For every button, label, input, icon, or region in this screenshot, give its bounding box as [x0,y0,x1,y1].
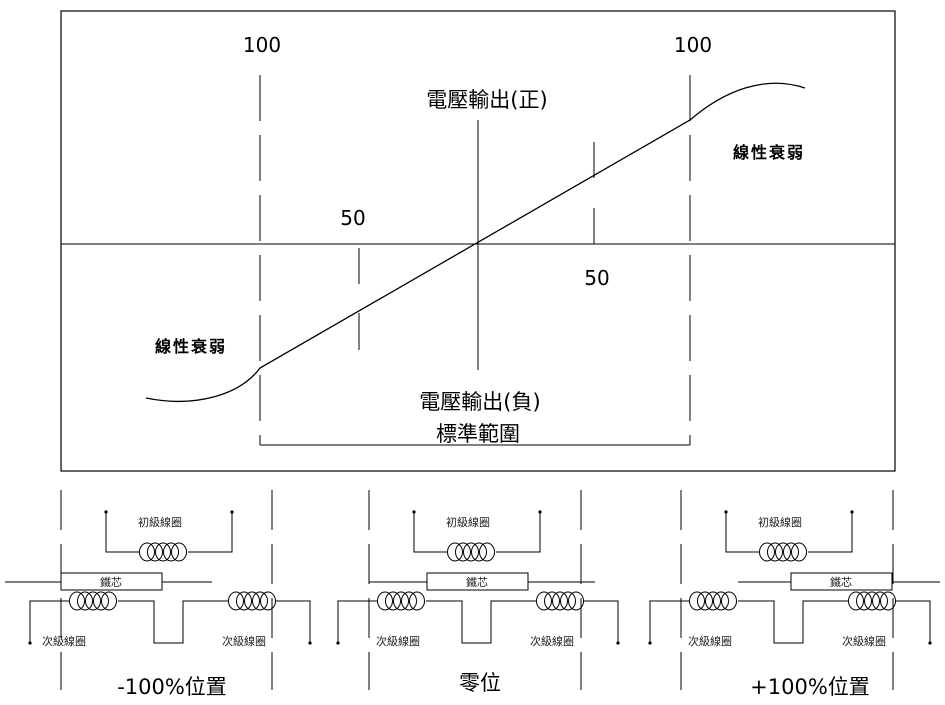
label-iron-core: 鐵芯 [100,575,122,589]
secondary-wire-right-outer [896,600,931,643]
label-top-right: 100 [674,33,712,57]
label-mid-left: 50 [340,206,365,230]
label-top-left: 100 [243,33,281,57]
primary-coil [759,542,807,562]
iron-core [790,572,893,591]
secondary-coil-right [228,591,276,611]
terminal-dot [928,641,932,645]
output-graph: 100 100 50 50 電壓輸出(正) 電壓輸出(負) 標準範圍 線性衰弱 … [60,10,896,472]
label-position: 零位 [459,671,501,695]
primary-wire-right [496,512,541,553]
label-primary-coil: 初級線圈 [446,515,490,529]
graph-frame [60,10,896,472]
secondary-wire-left-outer [337,600,378,643]
label-nonlinear-right: 線性衰弱 [733,143,805,162]
terminal-dot [104,510,108,514]
terminal-dot [724,510,728,514]
label-primary-coil: 初級線圈 [138,515,182,529]
primary-coil [447,542,495,562]
primary-wire-right [808,512,853,553]
label-primary-coil: 初級線圈 [758,515,802,529]
label-positive-output: 電壓輸出(正) [426,88,547,112]
terminal-dot [308,641,312,645]
label-nonlinear-left: 線性衰弱 [155,337,227,356]
label-iron-core: 鐵芯 [466,575,488,589]
terminal-dot [412,510,416,514]
secondary-wire-middle [118,600,228,644]
iron-core [426,572,529,591]
terminal-dot [616,641,620,645]
label-secondary-coil-left: 次級線圈 [688,634,732,648]
label-iron-core: 鐵芯 [830,575,852,589]
label-standard-range: 標準範圍 [436,422,520,446]
secondary-wire-middle [738,600,848,644]
primary-wire-left [105,512,140,553]
label-position: -100%位置 [117,675,227,699]
secondary-coil-right [848,591,896,611]
primary-wire-right [188,512,233,553]
label-secondary-coil-right: 次級線圈 [530,634,574,648]
label-negative-output: 電壓輸出(負) [419,390,540,414]
label-secondary-coil-left: 次級線圈 [376,634,420,648]
label-mid-right: 50 [584,266,609,290]
secondary-coil-left [69,591,117,611]
panel-zero: 初級線圈 鐵芯 次級線圈 次級線圈 零位 [336,490,620,695]
label-secondary-coil-right: 次級線圈 [222,634,266,648]
label-secondary-coil-right: 次級線圈 [842,634,886,648]
terminal-dot [850,510,854,514]
terminal-dot [336,641,340,645]
secondary-coil-right [536,591,584,611]
terminal-dot [648,641,652,645]
panel-minus-100: 初級線圈 鐵芯 次級線圈 次級線圈 -100%位置 [5,490,312,699]
output-curve [145,82,806,402]
secondary-wire-left-outer [29,600,70,643]
terminal-dot [538,510,542,514]
secondary-wire-left-outer [649,600,690,643]
panel-plus-100: 初級線圈 鐵芯 次級線圈 次級線圈 +100%位置 [648,490,940,699]
primary-wire-left [725,512,760,553]
secondary-coil-left [689,591,737,611]
iron-core [60,572,163,591]
label-position: +100%位置 [750,675,870,699]
terminal-dot [230,510,234,514]
label-secondary-coil-left: 次級線圈 [42,634,86,648]
terminal-dot [28,641,32,645]
primary-coil [139,542,187,562]
secondary-coil-left [377,591,425,611]
primary-wire-left [413,512,448,553]
secondary-wire-right-outer [584,600,619,643]
secondary-wire-right-outer [276,600,311,643]
secondary-wire-middle [426,600,536,644]
